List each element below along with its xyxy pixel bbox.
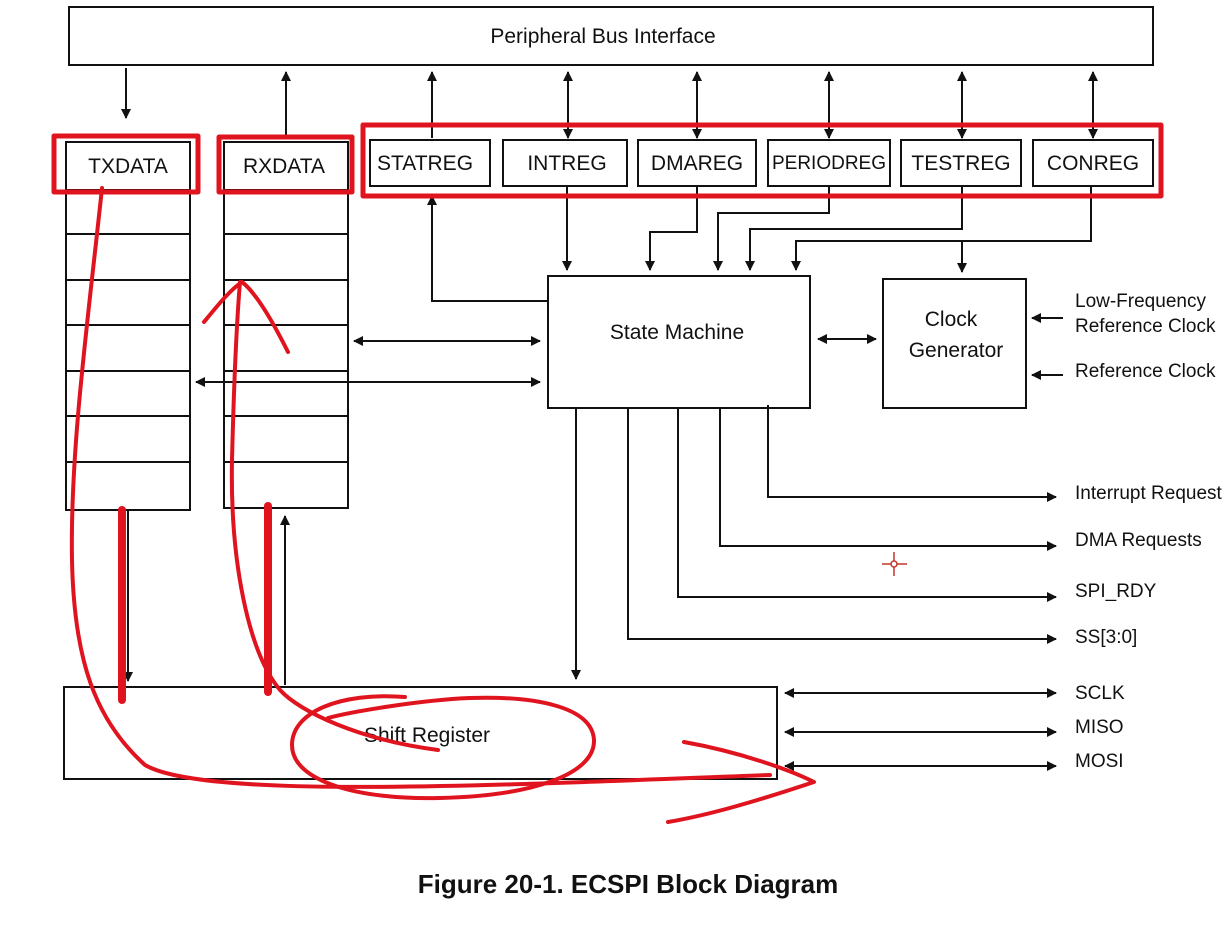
rxdata-fifo: RXDATA <box>223 141 349 509</box>
register-label: INTREG <box>527 152 606 175</box>
periodreg-box: PERIODREG <box>767 139 891 187</box>
registers-highlight-box <box>360 122 1164 199</box>
shift-register-label: Shift Register <box>364 724 490 747</box>
conreg-box: CONREG <box>1032 139 1154 187</box>
mosi-arrowhead <box>666 740 816 824</box>
output-lines <box>627 405 1057 771</box>
register-label: TESTREG <box>911 152 1010 175</box>
fifo-connections <box>123 336 581 685</box>
state-machine: State Machine <box>547 275 811 409</box>
miso-label: MISO <box>1075 717 1124 738</box>
register-connections <box>427 187 1092 380</box>
state-machine-label: State Machine <box>610 321 744 344</box>
txdata-fifo: TXDATA <box>65 141 191 511</box>
ss-label: SS[3:0] <box>1075 627 1137 648</box>
rxdata-highlight-box <box>216 134 355 195</box>
mosi-label: MOSI <box>1075 751 1124 772</box>
bus-label: Peripheral Bus Interface <box>490 25 715 48</box>
shift-register-circle <box>290 694 597 801</box>
clock-generator-line1: Clock <box>925 308 978 331</box>
peripheral-bus-interface: Peripheral Bus Interface <box>68 6 1154 66</box>
crosshair-icon <box>882 552 907 576</box>
statreg-box: STATREG <box>369 139 491 187</box>
clock-generator: Clock Generator <box>882 278 1027 409</box>
clock-generator-line2: Generator <box>909 339 1004 362</box>
register-label: PERIODREG <box>772 153 886 174</box>
tx-flow-curve <box>69 186 772 789</box>
dmareg-box: DMAREG <box>637 139 757 187</box>
rx-flow-curve <box>229 280 440 752</box>
intreg-box: INTREG <box>502 139 628 187</box>
register-label: STATREG <box>377 152 473 175</box>
low-frequency-clock-label-2: Reference Clock <box>1075 316 1216 337</box>
testreg-box: TESTREG <box>900 139 1022 187</box>
low-frequency-clock-label: Low-Frequency <box>1075 291 1206 312</box>
sclk-label: SCLK <box>1075 683 1125 704</box>
txdata-label: TXDATA <box>88 155 168 178</box>
red-annotations <box>51 122 1164 824</box>
register-bank: STATREG INTREG DMAREG PERIODREG TESTREG … <box>369 139 1154 187</box>
reference-clock-label: Reference Clock <box>1075 361 1216 382</box>
figure-caption: Figure 20-1. ECSPI Block Diagram <box>418 869 838 899</box>
register-label: CONREG <box>1047 152 1139 175</box>
spi-rdy-label: SPI_RDY <box>1075 581 1157 602</box>
rx-arrowhead <box>202 280 290 354</box>
register-label: DMAREG <box>651 152 743 175</box>
rxdata-label: RXDATA <box>243 155 325 178</box>
dma-requests-label: DMA Requests <box>1075 530 1202 551</box>
clock-input-labels: Low-Frequency Reference Clock Reference … <box>1075 291 1216 382</box>
interrupt-request-label: Interrupt Request <box>1075 483 1223 504</box>
output-labels: Interrupt Request DMA Requests SPI_RDY S… <box>1075 483 1223 772</box>
txdata-highlight-box <box>51 133 201 195</box>
